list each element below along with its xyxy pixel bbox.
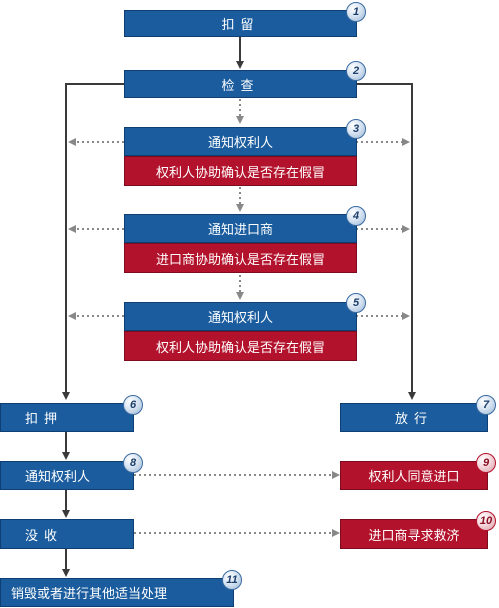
- step-badge-4: 4: [346, 206, 366, 226]
- step-badge-9: 9: [476, 453, 496, 473]
- node-rightholder-confirm-2-label: 权利人协助确认是否存在假冒: [155, 340, 325, 356]
- node-importer-confirm: 进口商协助确认是否存在假冒: [124, 243, 357, 273]
- node-seize: 扣押: [0, 403, 134, 432]
- node-importer-remedy: 进口商寻求救济: [340, 519, 488, 549]
- node-rightholder-confirm-1: 权利人协助确认是否存在假冒: [124, 156, 357, 186]
- node-notify-rightholder-3: 通知权利人: [0, 461, 134, 490]
- step-badge-3: 3: [346, 119, 366, 139]
- node-notify-rightholder-1: 通知权利人: [124, 127, 357, 156]
- node-confiscate: 没收: [0, 519, 134, 549]
- step-badge-6: 6: [123, 395, 143, 415]
- arrow-inspect-to-release: [356, 83, 416, 400]
- step-badge-5: 5: [346, 293, 366, 313]
- step-badge-10: 10: [476, 511, 496, 531]
- node-rightholder-consent: 权利人同意进口: [340, 461, 488, 490]
- node-detain: 扣留: [124, 10, 357, 37]
- step-badge-8: 8: [123, 453, 143, 473]
- node-notify-importer: 通知进口商: [124, 214, 357, 243]
- node-notify-rightholder-2: 通知权利人: [124, 302, 357, 331]
- node-destroy-label: 销毁或者进行其他适当处理: [11, 587, 168, 602]
- node-notify-rightholder-3-label: 通知权利人: [25, 470, 91, 485]
- step-badge-11: 11: [222, 570, 242, 590]
- node-notify-rightholder-1-label: 通知权利人: [207, 136, 273, 151]
- node-detain-label: 扣留: [221, 18, 260, 33]
- node-rightholder-consent-label: 权利人同意进口: [368, 470, 460, 485]
- node-inspect: 检查: [124, 70, 357, 98]
- node-confiscate-label: 没收: [25, 528, 64, 544]
- step-badge-2: 2: [346, 61, 366, 81]
- node-rightholder-confirm-2: 权利人协助确认是否存在假冒: [124, 331, 357, 361]
- node-rightholder-confirm-1-label: 权利人协助确认是否存在假冒: [155, 165, 325, 181]
- step-badge-7: 7: [476, 395, 496, 415]
- arrow-inspect-to-seize: [62, 83, 124, 400]
- node-destroy: 销毁或者进行其他适当处理: [0, 578, 234, 607]
- node-notify-rightholder-2-label: 通知权利人: [207, 311, 273, 326]
- step-badge-1: 1: [346, 2, 366, 22]
- node-release-label: 放行: [394, 412, 433, 427]
- node-seize-label: 扣押: [25, 412, 64, 427]
- node-notify-importer-label: 通知进口商: [207, 223, 273, 238]
- node-inspect-label: 检查: [221, 78, 260, 94]
- node-release: 放行: [340, 403, 488, 432]
- node-importer-remedy-label: 进口商寻求救济: [368, 528, 460, 544]
- node-importer-confirm-label: 进口商协助确认是否存在假冒: [155, 252, 325, 268]
